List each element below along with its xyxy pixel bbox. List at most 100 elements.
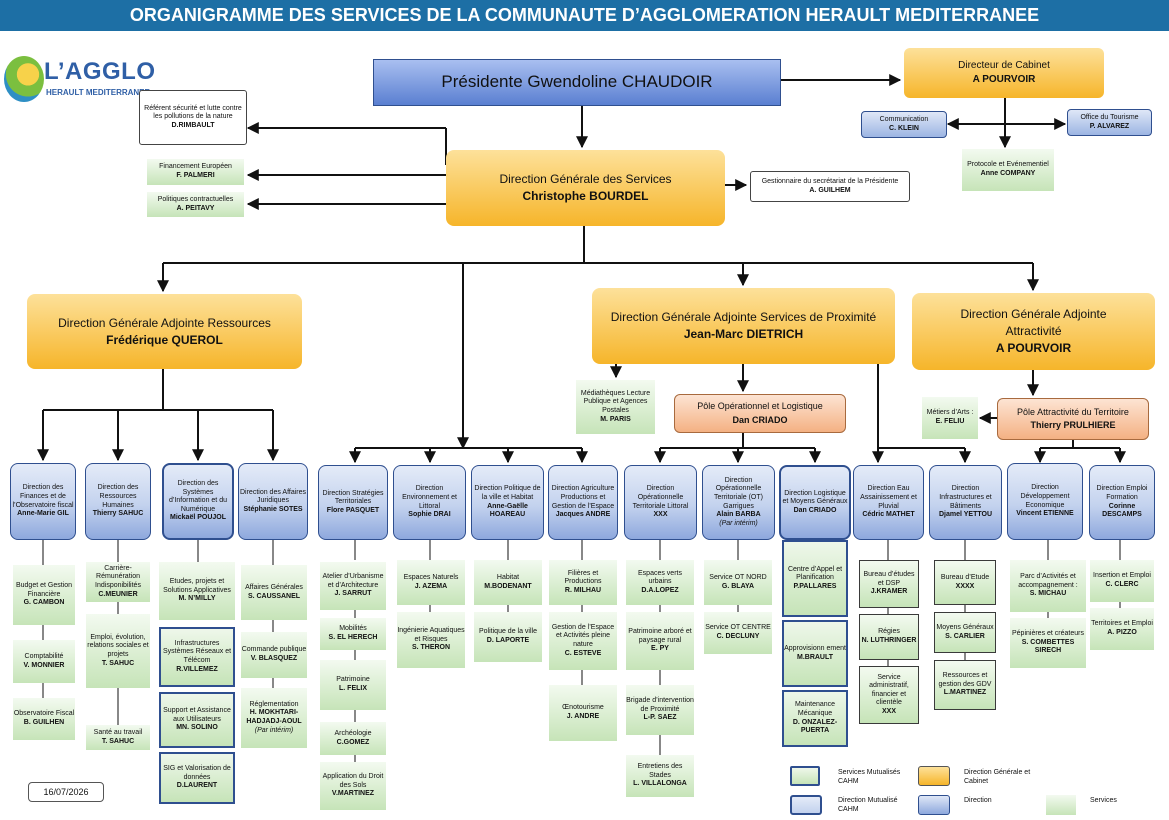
service-title: Comptabilité xyxy=(24,652,64,660)
direction-name: Alain BARBA xyxy=(716,511,761,519)
direction-title: Direction Politique de la ville et Habit… xyxy=(474,485,541,501)
direction-box: Direction Opérationnelle Territoriale (O… xyxy=(702,465,775,540)
president-label: Présidente Gwendoline CHAUDOIR xyxy=(441,72,713,92)
secretariat-box: Gestionnaire du secrétariat de la Présid… xyxy=(750,171,910,202)
service-title: Budget et Gestion Financière xyxy=(15,582,73,598)
agglo-logo: L’AGGLO HERAULT MEDITERRANEE xyxy=(4,52,155,107)
service-name: R. MILHAU xyxy=(564,586,602,594)
dga-ressources-name: Frédérique QUEROL xyxy=(106,332,223,347)
cabinet-title: Directeur de Cabinet xyxy=(958,59,1050,71)
service-title: Ingénierie Aquatiques et Risques xyxy=(397,627,465,643)
direction-name: Mickaël POUJOL xyxy=(169,514,227,522)
service-name: XXXX xyxy=(955,582,975,590)
service-title: Parc d’Activités et accompagnement : xyxy=(1018,573,1078,589)
communication-box: Communication C. KLEIN xyxy=(861,111,947,138)
service-sub: (Par intérim) xyxy=(254,726,294,734)
service-name: C.GOMEZ xyxy=(336,738,370,746)
service-title: Infrastructures Systèmes Réseaux et Télé… xyxy=(162,639,232,664)
service-name: C. ESTEVE xyxy=(564,649,602,657)
service-name: T. SAHUC xyxy=(101,737,135,745)
service-name: S. EL HERECH xyxy=(328,634,378,641)
service-title: Œnotourisme xyxy=(562,704,604,712)
dga-proximite-name: Jean-Marc DIETRICH xyxy=(683,327,804,341)
metiers-name: E. FELIU xyxy=(935,418,965,425)
politiques-name: A. PEITAVY xyxy=(176,204,215,212)
service-title: Etudes, projets et Solutions Applicative… xyxy=(163,578,231,594)
mediatheques-box: Médiathèques Lecture Publique et Agences… xyxy=(576,380,655,434)
service-name: S. CAUSSANEL xyxy=(247,592,301,600)
securite-title: Référent sécurité et lutte contre les po… xyxy=(144,104,242,121)
direction-box: Direction Environnement et Littoral Soph… xyxy=(393,465,466,540)
direction-box: Direction des Affaires Juridiques Stépha… xyxy=(238,463,308,540)
service-title: Insertion et Emploi xyxy=(1093,572,1151,580)
direction-box: Direction Logistique et Moyens Généraux … xyxy=(779,465,851,540)
service-name: V. BLASQUEZ xyxy=(250,655,298,662)
legend-swatch-direction-generale xyxy=(918,766,950,786)
logo-icon xyxy=(4,56,44,102)
dga-ressources-title: Direction Générale Adjointe Ressources xyxy=(58,315,271,330)
service-title: Politique de la ville xyxy=(479,628,537,636)
pole-operationnel-box: Pôle Opérationnel et Logistique Dan CRIA… xyxy=(674,394,846,433)
service-title: Brigade d’intervention de Proximité xyxy=(626,697,694,713)
service-title: Affaires Générales xyxy=(245,583,303,591)
service-name: D. ONZALEZ- PUERTA xyxy=(792,718,838,735)
service-title: Patrimoine xyxy=(336,676,370,684)
direction-name: Dan CRIADO xyxy=(793,506,837,514)
mediatheques-name: M. PARIS xyxy=(600,415,631,423)
direction-title: Direction des Affaires Juridiques xyxy=(239,488,306,505)
service-box: Etudes, projets et Solutions Applicative… xyxy=(159,562,235,620)
service-name: B. GUILHEN xyxy=(23,719,65,726)
direction-box: Direction Politique de la ville et Habit… xyxy=(471,465,544,540)
dga-proximite-title: Direction Générale Adjointe Services de … xyxy=(610,310,877,325)
direction-title: Direction Infrastructures et Bâtiments xyxy=(939,485,992,510)
service-title: Pépinières et créateurs xyxy=(1012,630,1084,638)
service-title: Territoires et Emploi xyxy=(1091,620,1153,628)
service-title: Application du Droit des Sols xyxy=(322,773,384,789)
service-name: D.A.LOPEZ xyxy=(641,586,679,594)
direction-title: Direction Emploi Formation xyxy=(1096,485,1148,501)
pole-operationnel-title: Pôle Opérationnel et Logistique xyxy=(697,401,823,411)
dgs-box: Direction Générale des Services Christop… xyxy=(446,150,725,226)
service-name: P.PALLARES xyxy=(793,582,837,590)
service-name: L.MARTINEZ xyxy=(943,689,987,697)
direction-box: Direction Stratégies Territoriales Flore… xyxy=(318,465,388,540)
direction-title: Direction des Ressources Humaines xyxy=(97,484,139,509)
service-name: D. LAPORTE xyxy=(486,637,530,644)
direction-title: Direction Logistique et Moyens Généraux xyxy=(782,489,848,506)
date-stamp: 16/07/2026 xyxy=(28,782,104,802)
direction-name: Jacques ANDRE xyxy=(555,511,611,519)
service-name: XXX xyxy=(881,707,896,715)
direction-box: Direction Eau Assainissement et Pluvial … xyxy=(853,465,924,540)
dgs-name: Christophe BOURDEL xyxy=(522,189,649,203)
service-name: J. AZEMA xyxy=(414,582,448,590)
direction-sub: (Par intérim) xyxy=(719,519,758,527)
politiques-title: Politiques contractuelles xyxy=(157,195,234,203)
financement-box: Financement Européen F. PALMERI xyxy=(147,159,244,185)
service-box: Infrastructures Systèmes Réseaux et Télé… xyxy=(159,627,235,687)
service-title: Commande publique xyxy=(241,646,307,654)
direction-name: Thierry SAHUC xyxy=(92,510,144,518)
pole-attractivite-title: Pôle Attractivité du Territoire xyxy=(1017,406,1129,417)
financement-name: F. PALMERI xyxy=(176,172,215,179)
direction-name: Stéphanie SOTES xyxy=(243,505,303,513)
service-name: G. CAMBON xyxy=(23,599,65,607)
legend-swatch-direction-mutualise xyxy=(790,795,822,815)
legend-mutualises: Services Mutualisés CAHM xyxy=(838,769,901,786)
service-name: N. LUTHRINGER xyxy=(861,637,917,644)
secretariat-name: A. GUILHEM xyxy=(809,186,851,194)
